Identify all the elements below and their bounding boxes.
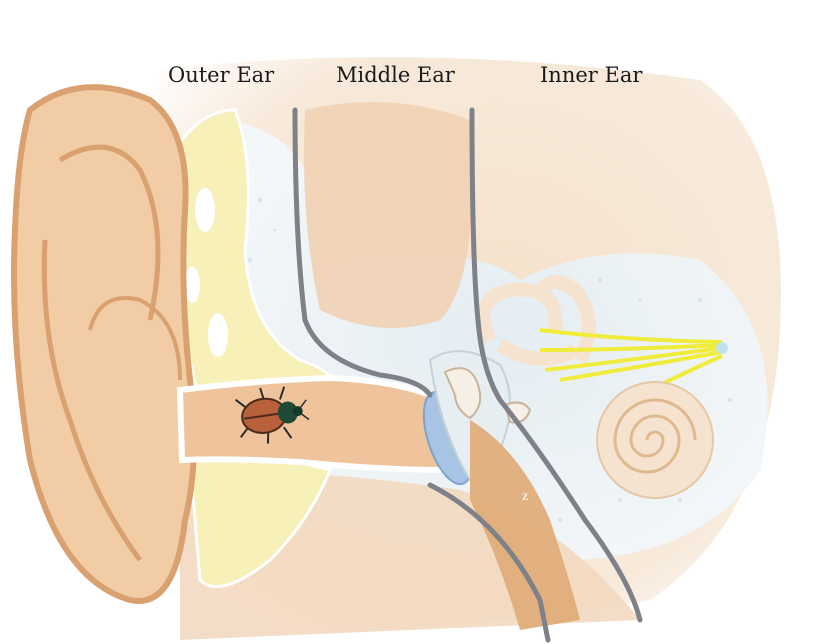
nerve-end: [716, 342, 728, 354]
ear-canal: [180, 378, 445, 470]
inner-ear-label: Inner Ear: [540, 60, 642, 90]
middle-ear-label: Middle Ear: [336, 60, 455, 90]
outer-ear-label: Outer Ear: [168, 60, 274, 90]
z-mark: z: [522, 489, 528, 504]
upper-tissue-lobe: [304, 102, 472, 328]
cochlea: [597, 382, 713, 498]
pinna: [14, 87, 194, 601]
